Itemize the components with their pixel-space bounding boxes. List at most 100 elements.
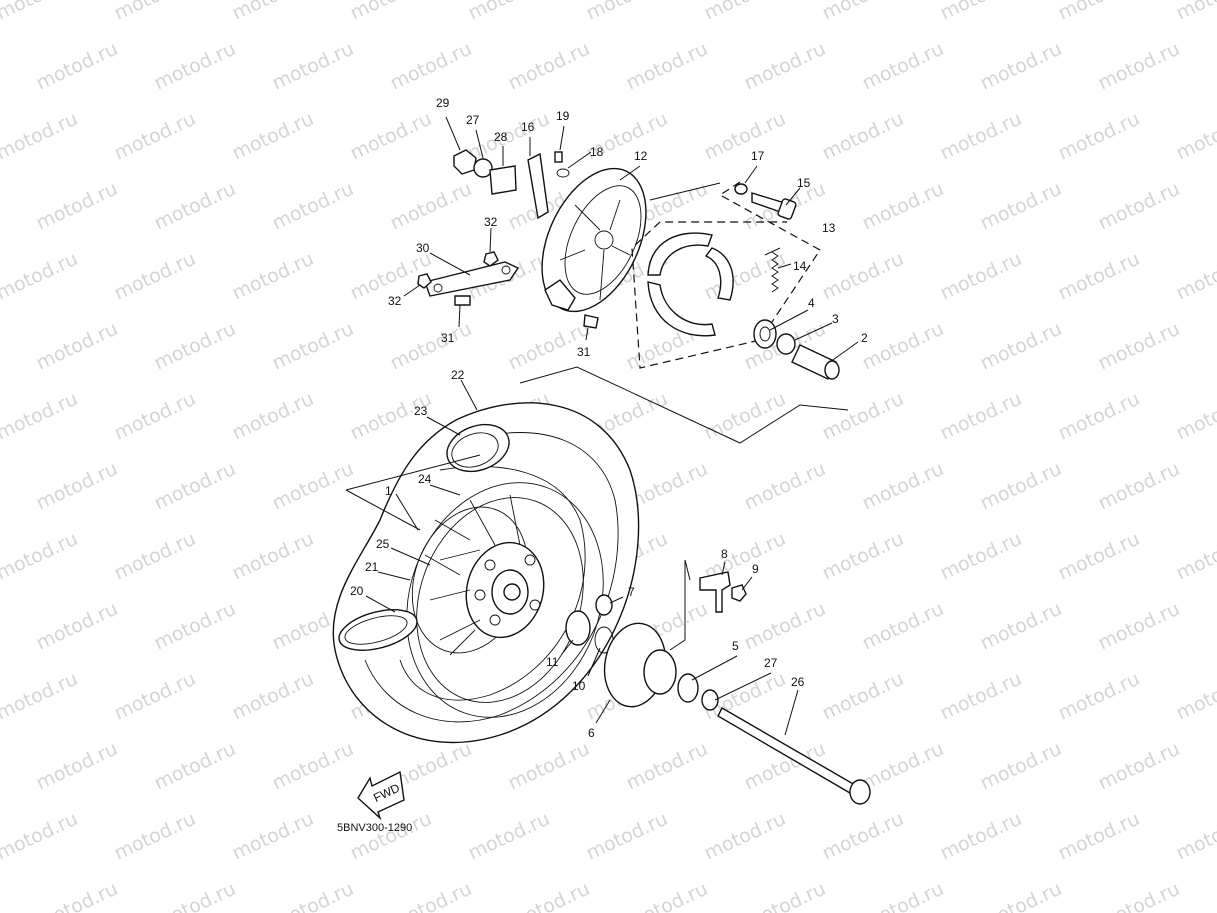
watermark-text: motod.ru [111, 808, 199, 865]
callout-5: 5 [732, 639, 739, 653]
watermark-text: motod.ru [859, 878, 947, 913]
watermark-text: motod.ru [151, 878, 239, 913]
watermark-text: motod.ru [151, 458, 239, 515]
callout-9: 9 [752, 562, 759, 576]
callout-3: 3 [832, 312, 839, 326]
watermark-text: motod.ru [111, 668, 199, 725]
watermark-text: motod.ru [33, 598, 121, 655]
callout-2: 2 [861, 331, 868, 345]
callout-17: 17 [751, 149, 765, 163]
watermark-text: motod.ru [977, 598, 1065, 655]
watermark-text: motod.ru [1213, 458, 1217, 515]
watermark-text: motod.ru [701, 808, 789, 865]
wheel-assembly [332, 402, 871, 805]
watermark-text: motod.ru [859, 738, 947, 795]
watermark-text: motod.ru [347, 108, 435, 165]
watermark-text: motod.ru [741, 38, 829, 95]
watermark-text: motod.ru [937, 388, 1025, 445]
watermark-text: motod.ru [269, 318, 357, 375]
watermark-text: motod.ru [623, 38, 711, 95]
watermark-text: motod.ru [0, 178, 3, 235]
watermark-text: motod.ru [1173, 528, 1217, 585]
watermark-text: motod.ru [229, 248, 317, 305]
watermark-text: motod.ru [347, 808, 435, 865]
watermark-text: motod.ru [977, 318, 1065, 375]
watermark-text: motod.ru [859, 318, 947, 375]
watermark-text: motod.ru [33, 178, 121, 235]
watermark-text: motod.ru [1095, 38, 1183, 95]
watermark-text: motod.ru [111, 388, 199, 445]
callout-8: 8 [721, 547, 728, 561]
watermark-text: motod.ru [859, 458, 947, 515]
watermark-text: motod.ru [151, 318, 239, 375]
watermark-text: motod.ru [937, 528, 1025, 585]
callout-7: 7 [628, 585, 635, 599]
watermark-text: motod.ru [977, 38, 1065, 95]
watermark-text: motod.ru [33, 738, 121, 795]
watermark-text: motod.ru [1055, 528, 1143, 585]
watermark-text: motod.ru [623, 738, 711, 795]
watermark-text: motod.ru [859, 178, 947, 235]
watermark-text: motod.ru [0, 878, 3, 913]
watermark-text: motod.ru [1055, 0, 1143, 25]
watermark-text: motod.ru [0, 108, 81, 165]
watermark-text: motod.ru [937, 668, 1025, 725]
callout-20: 20 [350, 584, 364, 598]
watermark-text: motod.ru [0, 248, 81, 305]
watermark-text: motod.ru [741, 598, 829, 655]
watermark-text: motod.ru [0, 528, 81, 585]
watermark-text: motod.ru [819, 248, 907, 305]
watermark-text: motod.ru [819, 108, 907, 165]
watermark-text: motod.ru [151, 178, 239, 235]
watermark-text: motod.ru [937, 248, 1025, 305]
watermark-text: motod.ru [1055, 388, 1143, 445]
watermark-text: motod.ru [819, 0, 907, 25]
watermark-text: motod.ru [0, 318, 3, 375]
callout-11: 11 [546, 655, 559, 669]
watermark-text: motod.ru [111, 248, 199, 305]
watermark-text: motod.ru [111, 528, 199, 585]
callout-27: 27 [466, 113, 480, 127]
watermark-text: motod.ru [0, 458, 3, 515]
callout-19: 19 [556, 109, 570, 123]
callout-27: 27 [764, 656, 778, 670]
watermark-text: motod.ru [937, 808, 1025, 865]
callout-25: 25 [376, 537, 390, 551]
watermark-text: motod.ru [0, 0, 81, 25]
callout-12: 12 [634, 149, 648, 163]
watermark-text: motod.ru [0, 738, 3, 795]
watermark-text: motod.ru [583, 0, 671, 25]
guide-lines [345, 116, 859, 736]
watermark-text: motod.ru [1095, 878, 1183, 913]
callout-28: 28 [494, 130, 508, 144]
watermark-text: motod.ru [269, 878, 357, 913]
watermark-text: motod.ru [741, 458, 829, 515]
callout-30: 30 [416, 241, 430, 255]
watermark-text: motod.ru [505, 38, 593, 95]
watermark-text: motod.ru [33, 878, 121, 913]
watermark-text: motod.ru [229, 108, 317, 165]
callout-4: 4 [808, 296, 815, 310]
watermark-text: motod.ru [819, 668, 907, 725]
watermark-text: motod.ru [269, 178, 357, 235]
watermark-text: motod.ru [1095, 598, 1183, 655]
watermark-text: motod.ru [387, 318, 475, 375]
callout-15: 15 [797, 176, 811, 190]
watermark-text: motod.ru [1173, 388, 1217, 445]
watermark-text: motod.ru [505, 878, 593, 913]
watermark-text: motod.ru [1173, 108, 1217, 165]
callout-10: 10 [572, 679, 586, 693]
watermark-text: motod.ru [151, 598, 239, 655]
watermark-text: motod.ru [1095, 318, 1183, 375]
watermark-text: motod.ru [465, 808, 553, 865]
watermark-text: motod.ru [583, 808, 671, 865]
watermark-text: motod.ru [1095, 178, 1183, 235]
watermark-text: motod.ru [33, 458, 121, 515]
callout-1: 1 [385, 484, 392, 498]
callout-23: 23 [414, 404, 428, 418]
watermark-text: motod.ru [741, 878, 829, 913]
watermark-text: motod.ru [859, 38, 947, 95]
watermark-text: motod.ru [269, 38, 357, 95]
